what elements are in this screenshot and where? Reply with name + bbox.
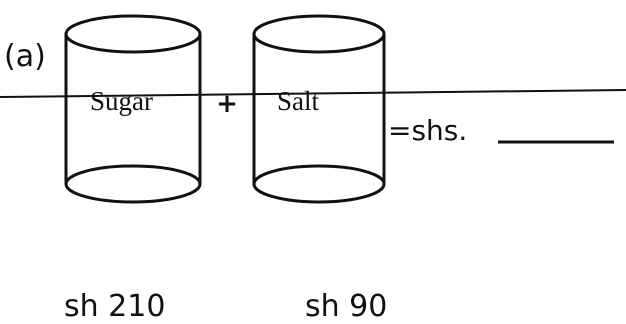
- sugar-container-top: [64, 14, 202, 54]
- sugar-container-body: [64, 34, 202, 184]
- salt-container-bottom: [252, 164, 386, 204]
- sugar-container: Sugar: [64, 14, 202, 204]
- salt-container: Salt: [252, 14, 386, 204]
- salt-price: sh 90: [305, 289, 387, 324]
- plus-operator: +: [216, 89, 238, 119]
- dividing-rule: [0, 89, 626, 98]
- salt-label: Salt: [277, 86, 320, 116]
- equals-label: =shs.: [388, 114, 467, 147]
- salt-container-body: [252, 34, 386, 184]
- sugar-container-bottom: [64, 164, 202, 204]
- sugar-label: Sugar: [90, 86, 153, 116]
- salt-container-top: [252, 14, 386, 54]
- sugar-price: sh 210: [64, 289, 165, 324]
- part-label: (a): [4, 39, 46, 74]
